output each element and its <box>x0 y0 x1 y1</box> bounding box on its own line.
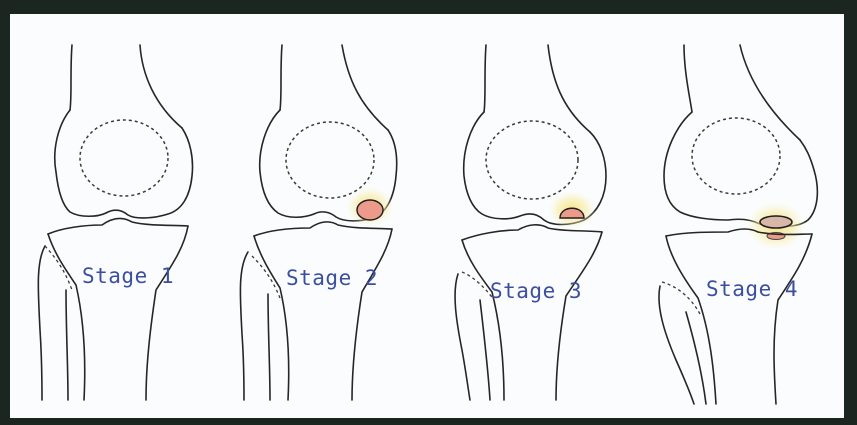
femur-shaft-right <box>342 45 388 130</box>
fibula-left <box>659 286 694 404</box>
stage-4-label: Stage 4 <box>706 277 798 301</box>
stage-2-label: Stage 2 <box>286 266 378 290</box>
lesion <box>357 200 383 220</box>
tibia-right <box>774 234 812 404</box>
tibia-right <box>556 232 602 400</box>
femur-shaft-left <box>684 45 692 112</box>
fibula-head-dashed <box>45 246 72 290</box>
stage-1-label: Stage 1 <box>82 264 174 288</box>
stage-3-knee: Stage 3 <box>455 45 606 400</box>
patella-outline <box>692 118 780 194</box>
fibula-right <box>66 290 68 400</box>
stage-4-knee: Stage 4 <box>659 45 817 404</box>
tibia-body <box>254 236 289 400</box>
tibia-right <box>352 229 392 400</box>
tibia-plateau <box>48 218 188 234</box>
tibia-right <box>146 226 188 400</box>
fibula-left <box>38 246 45 400</box>
patella-outline <box>286 122 374 198</box>
stage-1-knee: Stage 1 <box>38 45 192 400</box>
femur-shaft-left <box>70 45 72 110</box>
femur-shaft-left <box>280 45 282 110</box>
fibula-right <box>268 294 270 400</box>
femur-shaft-left <box>484 45 486 112</box>
femur-shaft-right <box>140 45 182 128</box>
stage-2-knee: Stage 2 <box>240 45 396 400</box>
fibula-left <box>240 252 248 400</box>
fibula-right <box>480 300 490 400</box>
femur-shaft-right <box>740 45 800 140</box>
femur-condyle <box>55 110 193 218</box>
fibula-head-dashed <box>252 256 280 298</box>
patella-outline <box>486 121 578 199</box>
patella-outline <box>80 120 168 196</box>
tibia-body <box>666 236 716 404</box>
fibula-head-dashed <box>662 282 700 314</box>
stage-3-label: Stage 3 <box>490 279 582 303</box>
fibula-left <box>455 274 470 400</box>
lesion-crater <box>760 216 792 228</box>
femur-shaft-right <box>548 45 590 132</box>
